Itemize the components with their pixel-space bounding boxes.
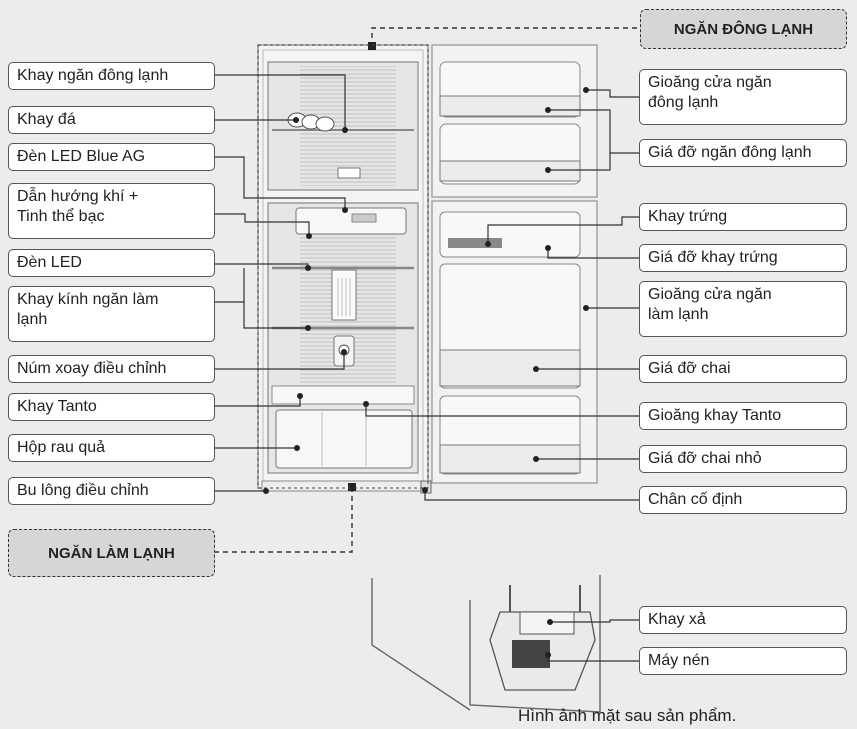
label-adjust-bolt: Bu lông điều chỉnh [8,477,215,505]
label-tanto-tray: Khay Tanto [8,393,215,421]
section-freezer: NGĂN ĐÔNG LẠNH [640,9,847,49]
fixed-foot [420,480,432,494]
label-glass-shelf: Khay kính ngăn làm lạnh [8,286,215,342]
label-drain-tray: Khay xả [639,606,847,634]
label-freezer-door-gasket-line1: Gioăng cửa ngăn [648,74,772,91]
label-freezer-door-gasket-line2: đông lạnh [648,94,719,111]
label-freezer-door-gasket: Gioăng cửa ngăn đông lạnh [639,69,847,125]
label-fridge-door-gasket-line1: Gioăng cửa ngăn [648,286,772,303]
label-vegetable-box: Hộp rau quả [8,434,215,462]
label-egg-tray: Khay trứng [639,203,847,231]
section-fridge: NGĂN LÀM LẠNH [8,529,215,577]
label-ice-tray: Khay đá [8,106,215,134]
caption: Hình ảnh mặt sau sản phẩm. [518,706,737,725]
air-duct [295,207,407,235]
leader-lines-left [215,74,346,492]
label-freezer-door-shelf: Giá đỡ ngăn đông lạnh [639,139,847,167]
tanto-tray-shape [271,385,415,405]
label-freezer-tray: Khay ngăn đông lạnh [8,62,215,90]
vegetable-box [275,409,413,469]
leader-lines-right [365,89,639,662]
label-fridge-door-gasket: Gioăng cửa ngăn làm lạnh [639,281,847,337]
leader-dots-right [363,87,589,658]
egg-tray-shape [448,238,502,248]
label-fridge-door-gasket-line2: làm lạnh [648,306,709,323]
label-led: Đèn LED [8,249,215,277]
label-led-blue-ag: Đèn LED Blue AG [8,143,215,171]
label-egg-tray-holder: Giá đỡ khay trứng [639,244,847,272]
label-air-duct: Dẫn hướng khí + Tinh thể bạc [8,183,215,239]
compressor-shape [512,640,550,668]
label-tanto-gasket: Gioăng khay Tanto [639,402,847,430]
label-air-duct-line2: Tinh thể bạc [17,208,105,225]
label-bottle-holder: Giá đỡ chai [639,355,847,383]
label-air-duct-line1: Dẫn hướng khí + [17,188,139,205]
drain-tray-shape [519,611,575,635]
label-glass-shelf-line2: lạnh [17,311,48,328]
label-fixed-foot: Chân cố định [639,486,847,514]
label-small-bottle-holder: Giá đỡ chai nhỏ [639,445,847,473]
label-glass-shelf-line1: Khay kính ngăn làm [17,291,159,308]
leader-dots-left [263,117,348,494]
label-control-knob: Núm xoay điều chỉnh [8,355,215,383]
label-compressor: Máy nén [639,647,847,675]
